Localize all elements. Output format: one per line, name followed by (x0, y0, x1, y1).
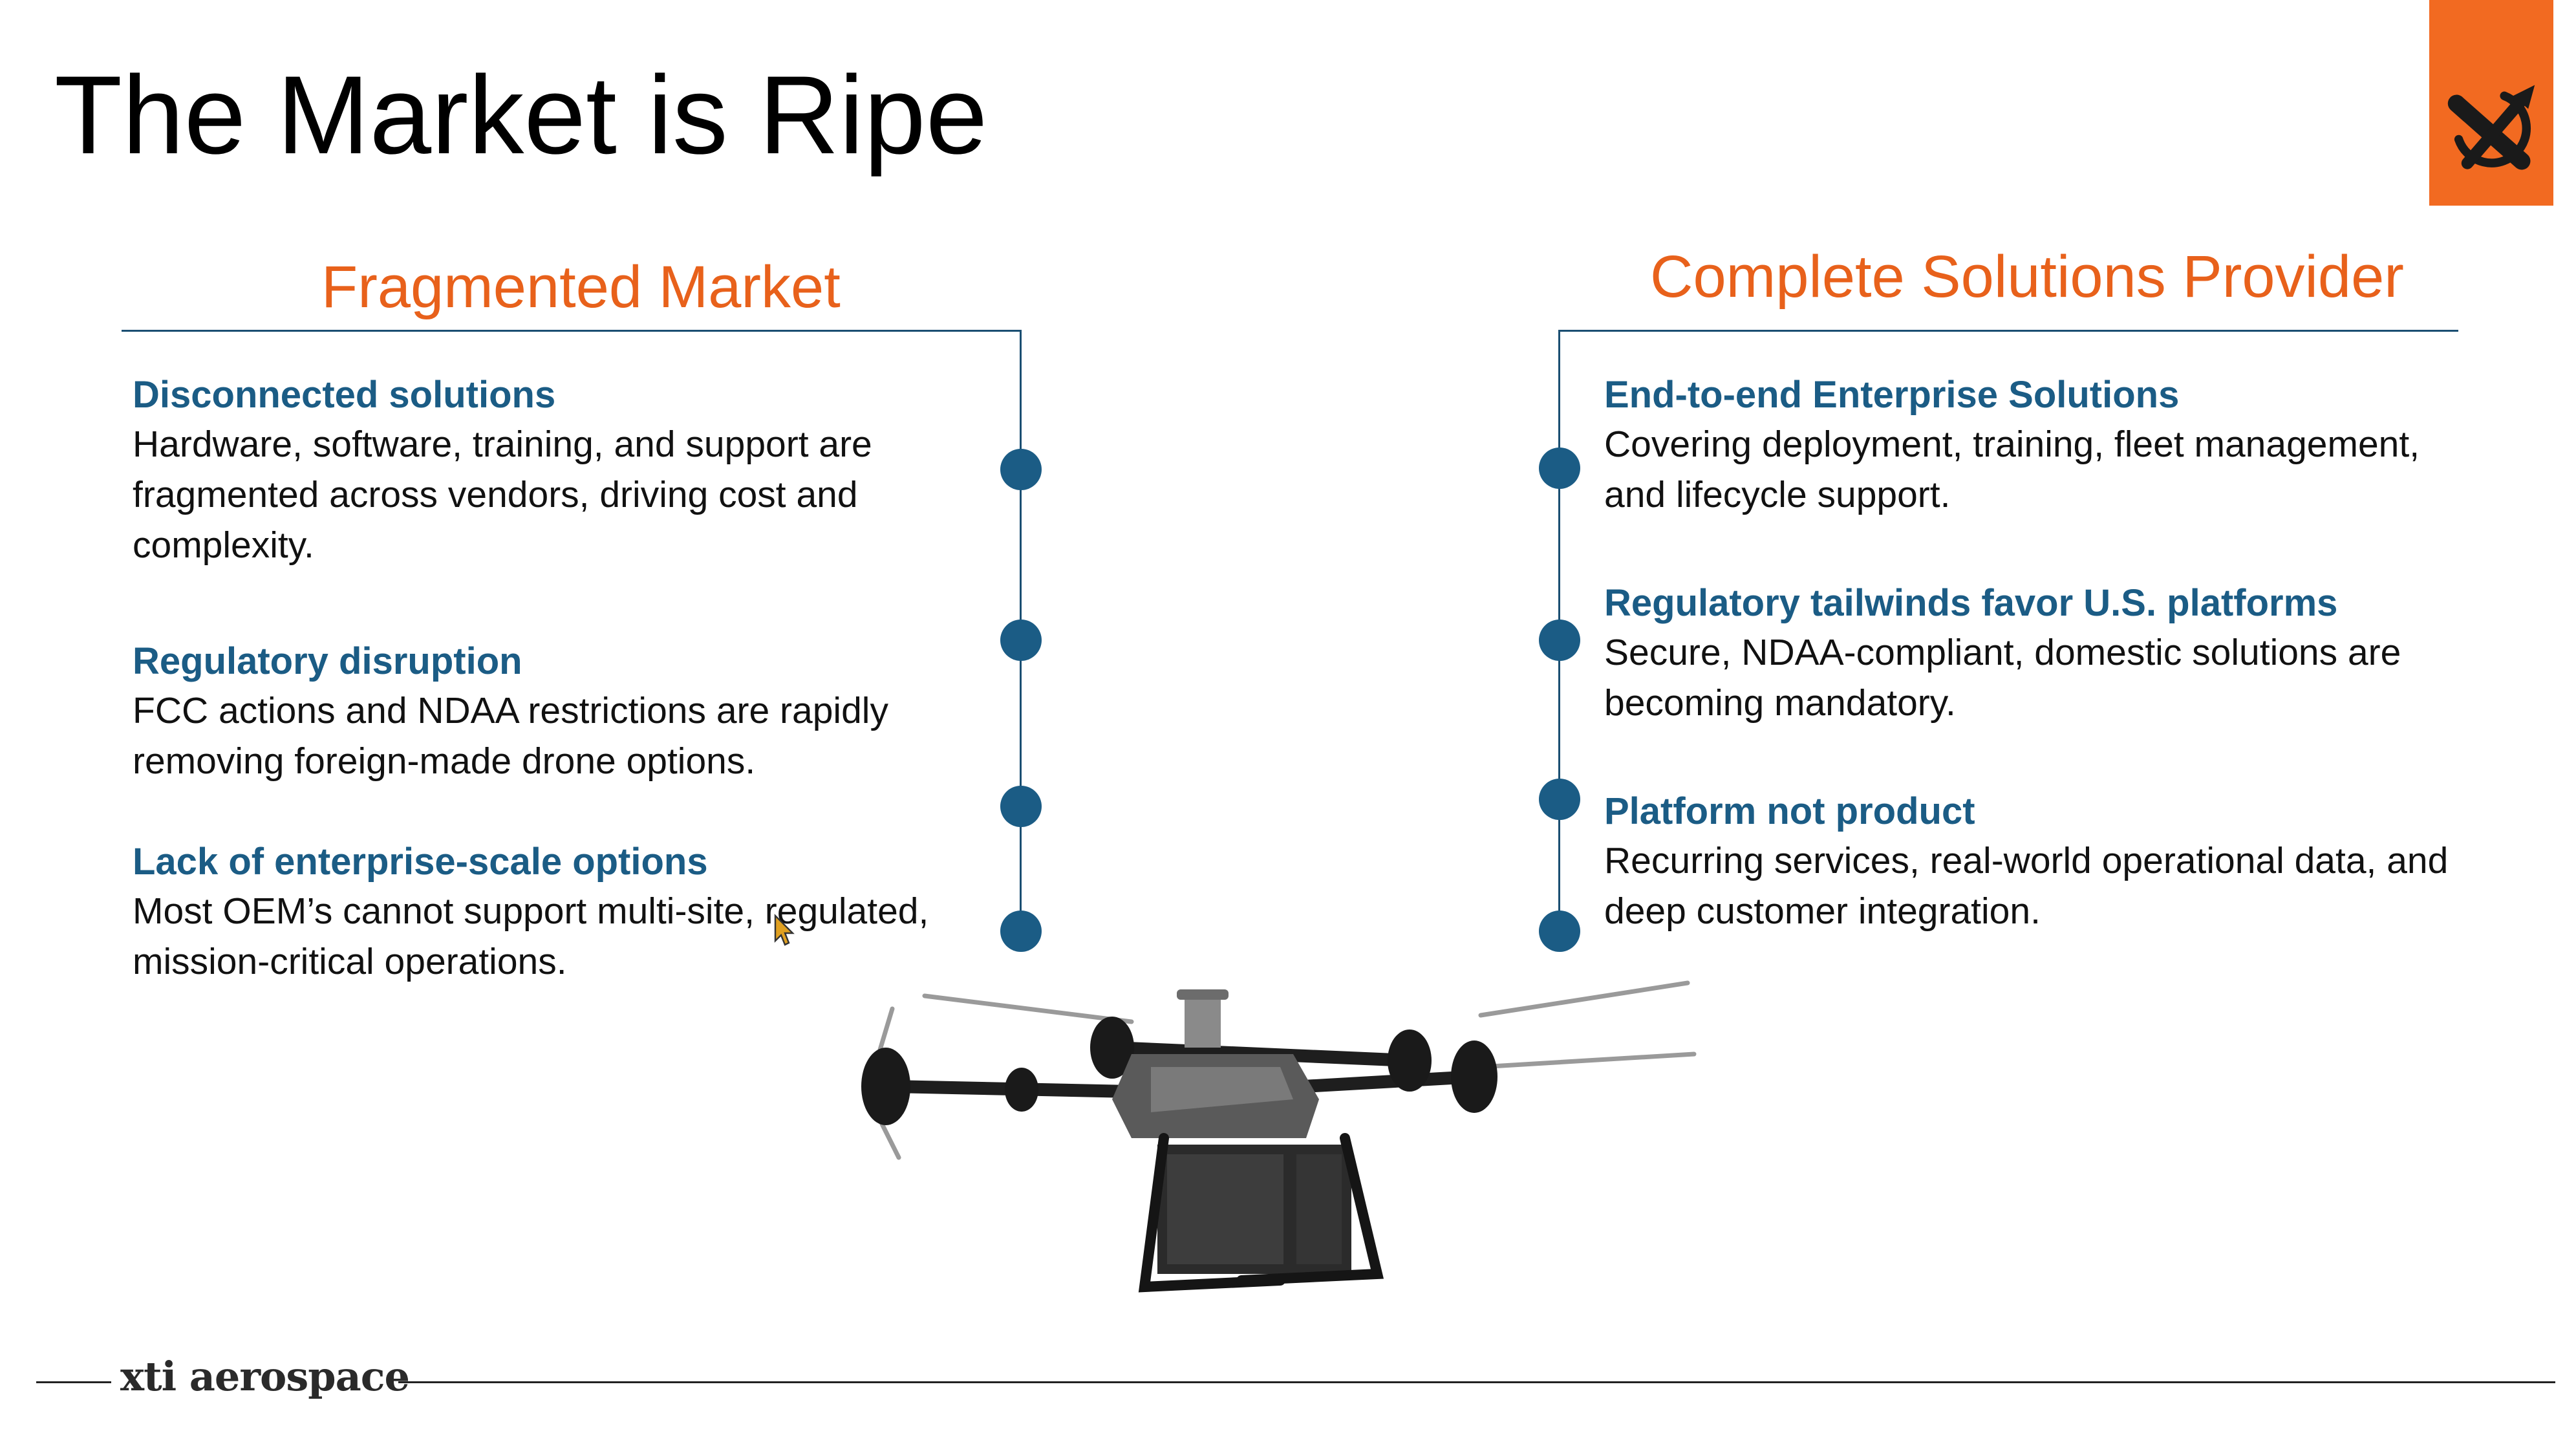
right-timeline-dot (1539, 447, 1580, 489)
footer-rule-left (36, 1381, 111, 1383)
right-column-heading: Complete Solutions Provider (1650, 244, 2404, 310)
left-item-body: Most OEM’s cannot support multi-site, re… (133, 890, 929, 983)
left-item-enterprise-scale: Lack of enterprise-scale options Most OE… (133, 838, 999, 987)
left-column-heading: Fragmented Market (321, 254, 841, 320)
left-item-regulatory: Regulatory disruption FCC actions and ND… (133, 638, 999, 786)
left-heading-rule (122, 330, 1022, 332)
left-item-title: Disconnected solutions (133, 374, 556, 416)
right-item-title: Regulatory tailwinds favor U.S. platform… (1604, 582, 2338, 624)
right-item-body: Secure, NDAA-compliant, domestic solutio… (1604, 632, 2401, 724)
right-item-platform: Platform not product Recurring services,… (1604, 788, 2471, 936)
left-timeline-dot (1000, 449, 1042, 490)
left-item-title: Lack of enterprise-scale options (133, 841, 708, 883)
left-timeline-dot (1000, 786, 1042, 827)
mouse-cursor-icon (774, 914, 795, 946)
right-timeline-dot (1539, 911, 1580, 952)
right-item-body: Covering deployment, training, fleet man… (1604, 424, 2420, 516)
right-timeline-dot (1539, 779, 1580, 820)
left-item-disconnected: Disconnected solutions Hardware, softwar… (133, 371, 999, 570)
right-item-end-to-end: End-to-end Enterprise Solutions Covering… (1604, 371, 2471, 520)
right-item-regulatory-tailwinds: Regulatory tailwinds favor U.S. platform… (1604, 579, 2471, 728)
right-heading-rule (1558, 330, 2458, 332)
footer-rule-right (398, 1381, 2555, 1383)
slide-title: The Market is Ripe (54, 53, 988, 177)
left-timeline-dot (1000, 620, 1042, 661)
left-item-body: Hardware, software, training, and suppor… (133, 424, 872, 566)
cargo-drone-image (861, 980, 1697, 1293)
left-item-body: FCC actions and NDAA restrictions are ra… (133, 690, 888, 782)
right-item-title: End-to-end Enterprise Solutions (1604, 374, 2180, 416)
right-item-body: Recurring services, real-world operation… (1604, 840, 2449, 932)
right-timeline-dot (1539, 620, 1580, 661)
xti-logo-badge (2429, 0, 2553, 206)
xti-logo-icon (2447, 85, 2535, 170)
footer-brand-logo: xti aerospace (120, 1353, 410, 1400)
left-timeline-dot (1000, 911, 1042, 952)
right-item-title: Platform not product (1604, 790, 1975, 832)
left-item-title: Regulatory disruption (133, 640, 522, 682)
